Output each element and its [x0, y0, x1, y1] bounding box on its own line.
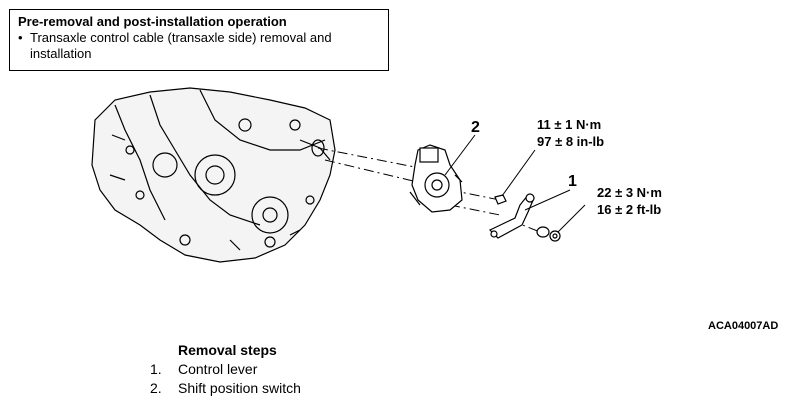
figure-code: ACA04007AD: [708, 320, 779, 332]
step-label: Shift position switch: [178, 380, 301, 396]
transaxle-housing: [91, 87, 336, 263]
leader-lines: [444, 134, 586, 233]
torque-imperial: 97 ± 8 in-lb: [537, 134, 605, 149]
torque-spec-nut: 22 ± 3 N·m 16 ± 2 ft-lb: [597, 184, 662, 218]
callout-number-2: 2: [471, 119, 480, 136]
lever-nut: [536, 226, 561, 242]
pre-removal-note-box: Pre-removal and post-installation operat…: [9, 9, 389, 71]
torque-metric: 11 ± 1 N·m: [537, 117, 602, 132]
bullet-icon: •: [18, 30, 23, 45]
removal-steps: Removal steps 1. Control lever 2. Shift …: [150, 341, 301, 398]
step-label: Control lever: [178, 361, 258, 377]
list-item: 2. Shift position switch: [150, 379, 301, 398]
note-item: • Transaxle control cable (transaxle sid…: [18, 30, 380, 62]
note-item-text: Transaxle control cable (transaxle side)…: [30, 30, 332, 61]
torque-metric: 22 ± 3 N·m: [597, 185, 662, 200]
mounting-bolt: [494, 194, 507, 205]
callout-number-1: 1: [568, 173, 577, 190]
torque-imperial: 16 ± 2 ft-lb: [597, 202, 662, 217]
removal-steps-heading: Removal steps: [178, 342, 277, 358]
shift-position-switch: [409, 144, 463, 213]
step-number: 2.: [150, 380, 162, 396]
note-title: Pre-removal and post-installation operat…: [18, 14, 287, 29]
torque-spec-bolt: 11 ± 1 N·m 97 ± 8 in-lb: [537, 116, 604, 150]
step-number: 1.: [150, 361, 162, 377]
control-lever: [488, 193, 535, 239]
list-item: 1. Control lever: [150, 360, 301, 379]
